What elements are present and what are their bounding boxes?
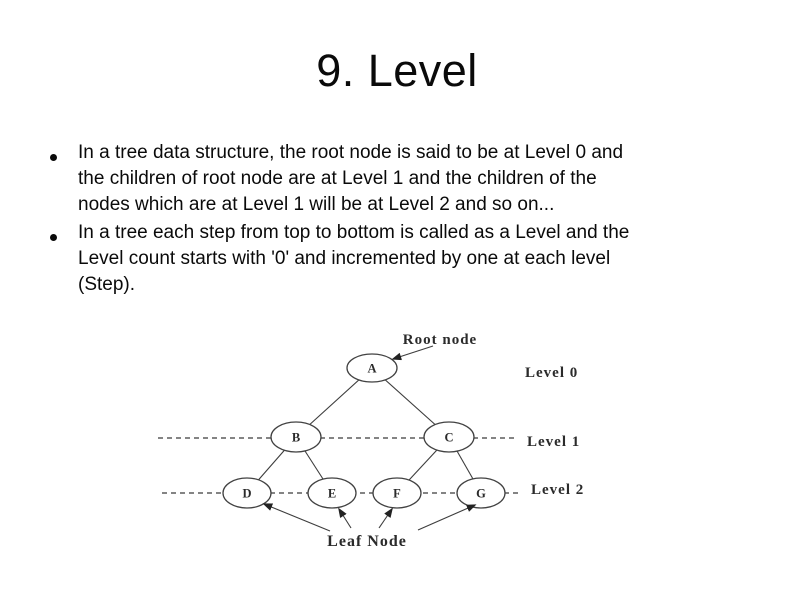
page-title: 9. Level: [316, 45, 478, 96]
node-f-label: F: [393, 487, 401, 501]
bullet-line: (Step).: [78, 274, 136, 295]
node-d: [222, 477, 272, 509]
list-item: In a tree data structure, the root node …: [50, 140, 750, 218]
level0-label: Level 0: [525, 365, 578, 381]
level1-label: Level 1: [527, 434, 580, 450]
node-g-label: G: [476, 487, 486, 501]
node-g: [456, 477, 506, 509]
bullet-line: In a tree each step from top to bottom i…: [78, 222, 630, 243]
node-b-label: B: [292, 431, 300, 445]
tree-diagram: A B C D E F G Root node Level 0 Level 1 …: [158, 332, 584, 550]
leaf-arrow-e: [338, 507, 352, 529]
bullet-text: In a tree each step from top to bottom i…: [78, 220, 629, 298]
bullet-line: nodes which are at Level 1 will be at Le…: [78, 194, 555, 215]
bullet-line: In a tree data structure, the root node …: [78, 142, 624, 163]
bullet-icon: [50, 234, 57, 241]
leaf-arrow-f: [378, 507, 393, 529]
node-a-label: A: [367, 362, 376, 376]
node-a: [346, 353, 398, 383]
bullet-icon: [50, 154, 57, 161]
leaf-arrow-g: [417, 504, 477, 531]
node-c-label: C: [444, 431, 453, 445]
leaf-arrow-d: [262, 503, 331, 532]
bullet-list: In a tree data structure, the root node …: [50, 140, 750, 298]
bullet-text: In a tree data structure, the root node …: [78, 140, 623, 218]
bullet-line: the children of root node are at Level 1…: [78, 168, 597, 189]
node-e-label: E: [328, 487, 336, 501]
node-b: [270, 421, 322, 453]
root-node-label: Root node: [403, 332, 477, 348]
node-e: [307, 477, 357, 509]
root-node-arrow: [391, 345, 434, 361]
level2-label: Level 2: [531, 482, 584, 498]
bullet-line: Level count starts with '0' and incremen…: [78, 248, 611, 269]
node-f: [372, 477, 422, 509]
node-d-label: D: [242, 487, 251, 501]
leaf-node-label: Leaf Node: [327, 533, 407, 550]
node-c: [423, 421, 475, 453]
list-item: In a tree each step from top to bottom i…: [50, 220, 750, 298]
